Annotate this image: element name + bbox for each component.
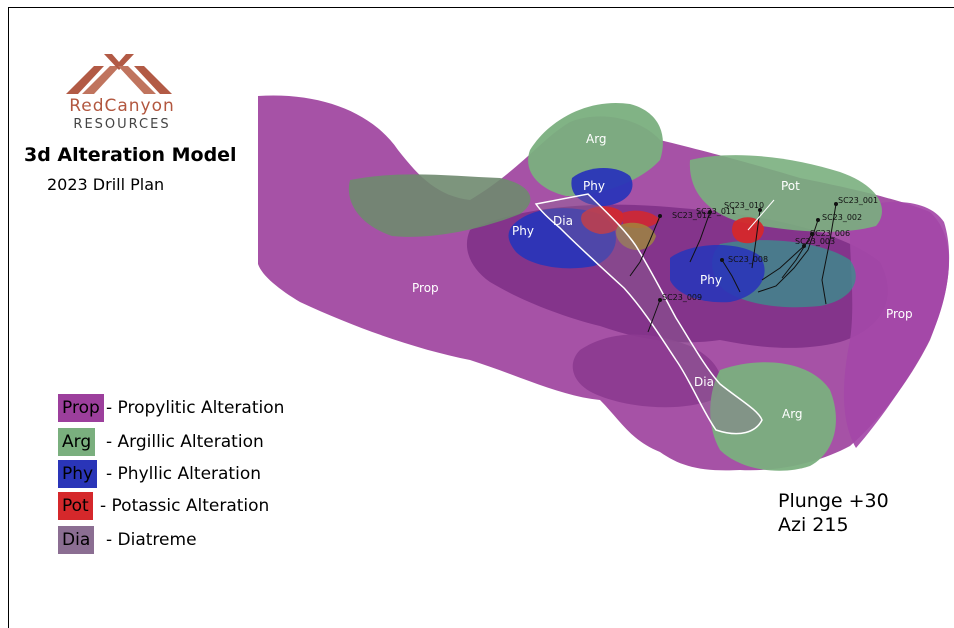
drill-collars xyxy=(658,202,838,302)
drill-label-012: SC23_012 xyxy=(672,211,712,220)
drill-traces xyxy=(629,203,837,333)
label-dia-bottom: Dia xyxy=(694,375,714,389)
argillic-bottom xyxy=(710,362,836,471)
label-arg-top: Arg xyxy=(586,132,607,146)
phyllic-top xyxy=(571,167,633,206)
drill-trace-009 xyxy=(647,299,661,333)
drill-label-006: SC23_006 xyxy=(810,229,850,238)
azimuth-label: Azi 215 xyxy=(778,514,849,536)
drill-label-010: SC23_010 xyxy=(724,201,764,210)
diatreme-outline xyxy=(534,193,763,435)
label-arg-bottom: Arg xyxy=(782,407,803,421)
collar-010 xyxy=(758,208,762,212)
legend-label-argillic: - Argillic Alteration xyxy=(106,432,264,452)
potassic-left xyxy=(581,206,623,234)
drill-label-001: SC23_001 xyxy=(838,196,878,205)
legend-label-potassic: - Potassic Alteration xyxy=(100,496,270,516)
label-prop-right: Prop xyxy=(886,307,913,321)
drill-label-011: SC23_011 xyxy=(696,207,736,216)
drill-trace-001 xyxy=(821,203,837,305)
collar-012 xyxy=(658,214,662,218)
label-pot: Pot xyxy=(781,179,800,193)
argillic-top xyxy=(528,102,663,196)
propylitic-lower-lobe xyxy=(572,334,721,408)
collar-003 xyxy=(802,244,806,248)
drill-label-002: SC23_002 xyxy=(822,213,862,222)
core-zone xyxy=(616,222,656,251)
legend-label-propylitic: - Propylitic Alteration xyxy=(106,398,285,418)
company-logo: RedCanyon RESOURCES xyxy=(40,52,200,136)
pot-leader-line xyxy=(747,199,775,231)
legend-swatch-argillic: Arg xyxy=(58,428,96,456)
drill-trace-002 xyxy=(757,219,819,293)
label-phy-left: Phy xyxy=(512,224,534,238)
drill-label-008: SC23_008 xyxy=(728,255,768,264)
frame-left-border xyxy=(8,7,9,628)
collar-001 xyxy=(834,202,838,206)
collar-006 xyxy=(810,232,814,236)
phyllic-center xyxy=(670,244,765,303)
drill-trace-008 xyxy=(721,259,741,293)
logo-name: RedCanyon xyxy=(69,96,175,116)
drill-trace-006 xyxy=(781,233,813,279)
plunge-label: Plunge +30 xyxy=(778,490,889,512)
label-prop-left: Prop xyxy=(412,281,439,295)
legend-label-diatreme: - Diatreme xyxy=(106,530,197,550)
collar-002 xyxy=(816,218,820,222)
legend-swatch-phyllic: Phy xyxy=(58,460,98,488)
collar-008 xyxy=(720,258,724,262)
drill-trace-011 xyxy=(689,211,711,263)
collar-011 xyxy=(708,210,712,214)
canyon-mark-icon xyxy=(66,54,172,94)
legend-swatch-propylitic: Prop xyxy=(58,394,104,422)
frame-top-border xyxy=(8,7,954,8)
legend-swatch-potassic: Pot xyxy=(58,492,93,520)
drill-label-003: SC23_003 xyxy=(795,237,835,246)
drill-trace-009a xyxy=(629,215,661,277)
collar-009 xyxy=(658,298,662,302)
drill-trace-010 xyxy=(751,209,761,269)
argillic-right-cap xyxy=(689,155,882,232)
view-orientation: Plunge +30 Azi 215 xyxy=(778,489,889,537)
label-phy-top: Phy xyxy=(583,179,605,193)
drill-trace-003 xyxy=(761,245,805,281)
logo-subtext: RESOURCES xyxy=(73,117,171,132)
label-phy-center: Phy xyxy=(700,273,722,287)
argillic-sheet xyxy=(348,174,531,237)
drill-label-009: SC23_009 xyxy=(662,293,702,302)
legend-label-phyllic: - Phyllic Alteration xyxy=(106,464,261,484)
legend-swatch-diatreme: Dia xyxy=(58,526,95,554)
page-subtitle: 2023 Drill Plan xyxy=(47,175,165,194)
page-title: 3d Alteration Model xyxy=(24,144,237,166)
label-dia-top: Dia xyxy=(553,214,573,228)
propylitic-right-wing xyxy=(843,201,950,448)
